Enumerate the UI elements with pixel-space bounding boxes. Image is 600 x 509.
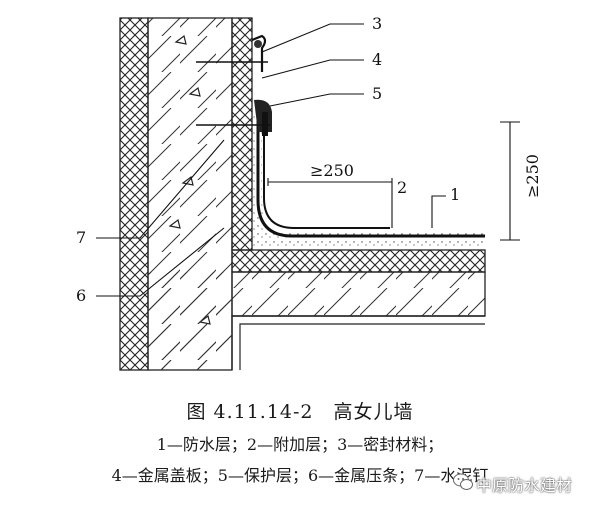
metal-strip [262,112,268,136]
waterproof-membrane [256,110,485,238]
wechat-icon [453,473,473,490]
legend-line-1: 1—防水层；2—附加层；3—密封材料； [156,435,444,454]
label-3: 3 [372,14,382,33]
outer-wall-insulation [119,17,149,371]
figure-title: 图 4.11.14-2 高女儿墙 [186,401,414,423]
dimension-horizontal-label: ≥250 [310,161,354,180]
watermark-text: 中原防水建材 [476,476,573,495]
label-7: 7 [76,228,86,247]
metal-cap-flashing [251,34,267,72]
ceiling-frame [148,315,485,370]
dimension-horizontal [267,178,393,186]
label-5: 5 [372,84,382,103]
leader-lines [96,23,446,297]
label-4: 4 [372,50,382,69]
label-6: 6 [76,286,86,305]
inner-wall-insulation [231,17,253,251]
label-2: 2 [397,178,407,197]
dimension-vertical-label: ≥250 [523,154,542,198]
legend-line-2: 4—金属盖板；5—保护层；6—金属压条；7—水泥钉 [111,466,489,485]
roof-insulation [231,249,486,273]
dimension-vertical [500,121,520,241]
label-1: 1 [450,185,460,204]
